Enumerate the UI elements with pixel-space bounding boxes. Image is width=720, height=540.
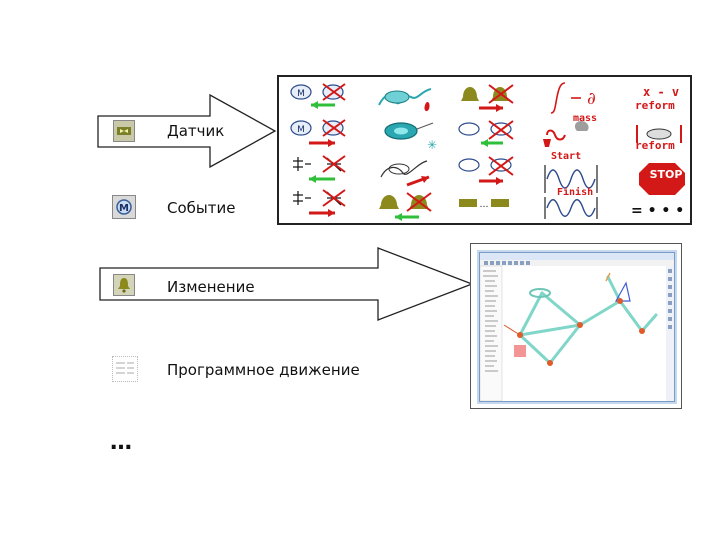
svg-text:∂: ∂	[587, 89, 596, 109]
more-ellipsis: …	[110, 430, 134, 455]
event-icon[interactable]: M	[112, 195, 136, 219]
svg-text:…: …	[480, 200, 489, 210]
app-screenshot-frame	[470, 243, 682, 409]
svg-text:M: M	[297, 89, 305, 99]
xv-label: x - v	[643, 85, 680, 99]
item-label-sensor: Датчик	[167, 122, 225, 140]
palette-col-1: M M	[290, 83, 346, 217]
finish-label: Finish	[557, 187, 594, 198]
reform-label-1: reform	[635, 99, 675, 112]
reform-label-2: reform	[635, 139, 675, 152]
mass-label: mass	[573, 113, 598, 124]
palette-graphics: M M	[290, 82, 685, 221]
item-label-program-motion: Программное движение	[167, 361, 360, 379]
stop-label: STOP	[649, 168, 683, 181]
start-label: Start	[551, 151, 582, 162]
arrow-sensor	[97, 93, 277, 169]
program-motion-icon[interactable]	[112, 356, 138, 382]
palette-col-4: ∂	[543, 82, 598, 219]
stop-sign-icon	[639, 163, 685, 195]
item-label-event: Событие	[167, 199, 236, 217]
svg-text:✳: ✳	[427, 138, 437, 152]
palette-col-3: …	[458, 84, 514, 210]
palette-col-2: ✳	[378, 88, 437, 221]
icon-palette-panel: M M	[277, 75, 692, 225]
equals-dots: = • • •	[631, 203, 685, 219]
svg-text:M: M	[297, 125, 305, 135]
sensor-icon[interactable]	[113, 120, 135, 142]
item-label-change: Изменение	[167, 278, 255, 296]
palette-col-5	[636, 125, 685, 195]
app-screenshot	[479, 252, 675, 402]
bell-icon[interactable]	[113, 274, 135, 296]
arrow-change	[99, 247, 474, 321]
svg-text:M: M	[119, 203, 129, 214]
